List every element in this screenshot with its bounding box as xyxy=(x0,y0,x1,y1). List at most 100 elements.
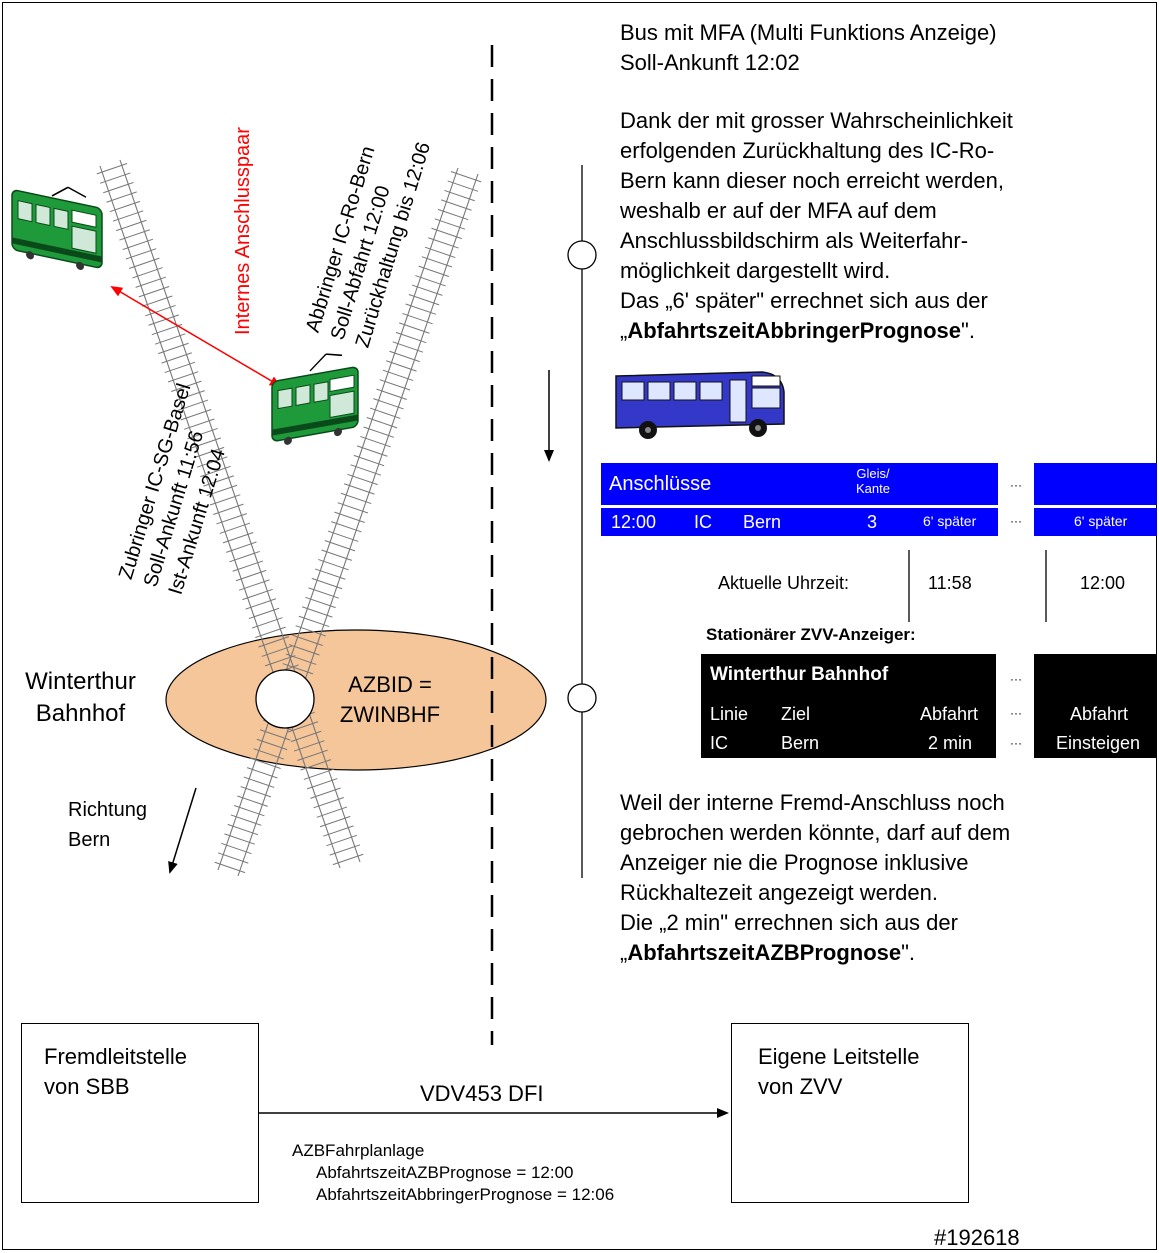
rail-tie xyxy=(193,446,225,459)
mfa-row-delay-future: 6' später xyxy=(1074,513,1128,529)
rail-tie xyxy=(356,445,388,457)
rail-tie xyxy=(238,579,270,591)
rail-tie xyxy=(177,399,209,411)
rail-tie xyxy=(415,275,446,287)
rail-tie xyxy=(392,341,424,353)
richtung-bern-label: Richtung Bern xyxy=(68,799,147,851)
rail-tie xyxy=(180,409,212,421)
rail-tie xyxy=(353,454,385,467)
zvv-row-linie: IC xyxy=(710,733,728,753)
rail-tie xyxy=(128,257,160,269)
rail-tie xyxy=(285,653,317,665)
rail-tie xyxy=(232,560,264,572)
rail-tie xyxy=(323,825,354,837)
rail-tie xyxy=(226,541,257,553)
rail-tie xyxy=(382,369,414,382)
rail-tie xyxy=(327,530,359,542)
rail-tie xyxy=(344,483,375,495)
station-ellipse xyxy=(165,629,547,771)
rail-tie xyxy=(109,200,141,213)
mfa-row-time: 12:00 xyxy=(611,512,657,532)
para1-line-bold: „AbfahrtszeitAbbringerPrognose". xyxy=(620,318,975,343)
eigene-leitstelle-label-1: Eigene Leitstelle xyxy=(758,1044,920,1069)
rail-tie xyxy=(206,484,238,497)
rail-tie xyxy=(360,435,391,448)
rail-tie xyxy=(321,549,352,561)
fremdleitstelle-label-2: von SBB xyxy=(44,1074,130,1099)
mfa-gleis-header: Gleis/ Kante xyxy=(856,466,890,496)
rail-tie xyxy=(303,768,335,780)
bus-soll-ankunft: Soll-Ankunft 12:02 xyxy=(620,50,800,75)
rail-tie xyxy=(246,767,278,779)
rail-tie xyxy=(245,598,277,610)
mfa-row-dest: Bern xyxy=(743,512,782,532)
rail-tie xyxy=(350,464,382,476)
rail-tie xyxy=(437,208,469,221)
para1-line: möglichkeit dargestellt wird. xyxy=(620,258,891,283)
rail-tie xyxy=(369,407,401,419)
rail-tie xyxy=(183,418,215,430)
tram-abbringer-icon xyxy=(271,353,359,445)
rail-tie xyxy=(431,227,462,240)
rail-tie xyxy=(248,607,280,620)
rail-tie xyxy=(106,191,137,203)
zvv-row-einsteigen: Einsteigen xyxy=(1056,733,1141,753)
rail-tie xyxy=(255,626,286,638)
rail-tie xyxy=(318,558,349,571)
mfa-row-type: IC xyxy=(694,512,712,532)
rail-tie xyxy=(282,663,314,675)
azb-prognose-term: AbfahrtszeitAZBPrognose xyxy=(627,940,902,965)
zvv-row-abfahrt: 2 min xyxy=(928,733,973,753)
rail-tie xyxy=(447,180,479,192)
azb-fahrplanlage: AZBFahrplanlage AbfahrtszeitAZBPrognose … xyxy=(292,1141,615,1204)
para1-line: erfolgenden Zurückhaltung des IC-Ro- xyxy=(620,138,995,163)
rail-tie xyxy=(340,492,372,505)
rail-tie xyxy=(395,331,427,344)
rail-tie xyxy=(314,568,346,580)
zvv-col-abfahrt: Abfahrt xyxy=(920,704,979,724)
rail-tie xyxy=(308,587,340,599)
rail-tie xyxy=(116,219,147,232)
rail-tie xyxy=(187,427,218,440)
rail-tie xyxy=(237,795,268,807)
richtung-bern-arrow xyxy=(168,787,197,874)
eigene-leitstelle-label-2: von ZVV xyxy=(758,1074,843,1099)
bus-icon xyxy=(615,371,785,439)
rail-tie xyxy=(306,778,338,790)
rail-tie xyxy=(316,806,348,818)
rail-tie xyxy=(421,256,453,268)
rail-tie xyxy=(444,189,475,202)
rail-tie xyxy=(295,625,327,637)
para2-line: Weil der interne Fremd-Anschluss noch xyxy=(620,790,1005,815)
rail-tie xyxy=(311,577,343,590)
mfa-dots: ··· xyxy=(1010,514,1022,528)
rail-tie xyxy=(242,588,273,601)
station-label: Winterthur Bahnhof xyxy=(25,668,136,727)
rail-tie xyxy=(235,569,267,582)
zvv-col-abfahrt-future: Abfahrt xyxy=(1070,704,1129,724)
anschluss-arrow xyxy=(110,285,282,388)
rail-tie xyxy=(402,312,433,325)
zvv-dots: ··· xyxy=(1010,672,1022,686)
uhrzeit-time-1: 11:58 xyxy=(928,573,972,593)
rail-tie xyxy=(261,645,293,657)
mfa-row-gleis: 3 xyxy=(867,512,878,532)
station-circle xyxy=(255,669,315,729)
rail-tie xyxy=(450,171,482,183)
rail-tie xyxy=(310,787,341,799)
vdv-label: VDV453 DFI xyxy=(420,1081,544,1106)
rail-tie xyxy=(326,834,357,847)
para1-line: Anschlussbildschirm als Weiterfahr- xyxy=(620,228,969,253)
azbid-label: AZBID = ZWINBHF xyxy=(339,672,441,727)
fremdleitstelle-box: Fremdleitstelle von SBB xyxy=(21,1023,259,1203)
para2-line: gebrochen werden könnte, darf auf dem xyxy=(620,820,1011,845)
rail-tie xyxy=(174,390,205,402)
rail-tie xyxy=(332,853,364,866)
rail-tie xyxy=(243,776,275,788)
rail-tie xyxy=(290,730,322,743)
rail-tie xyxy=(112,210,144,222)
reference-number: #192618 xyxy=(934,1225,1020,1250)
para1-line: Dank der mit grosser Wahrscheinlichkeit xyxy=(620,108,1013,133)
rail-tie xyxy=(209,494,241,506)
rail-tie xyxy=(289,644,320,656)
